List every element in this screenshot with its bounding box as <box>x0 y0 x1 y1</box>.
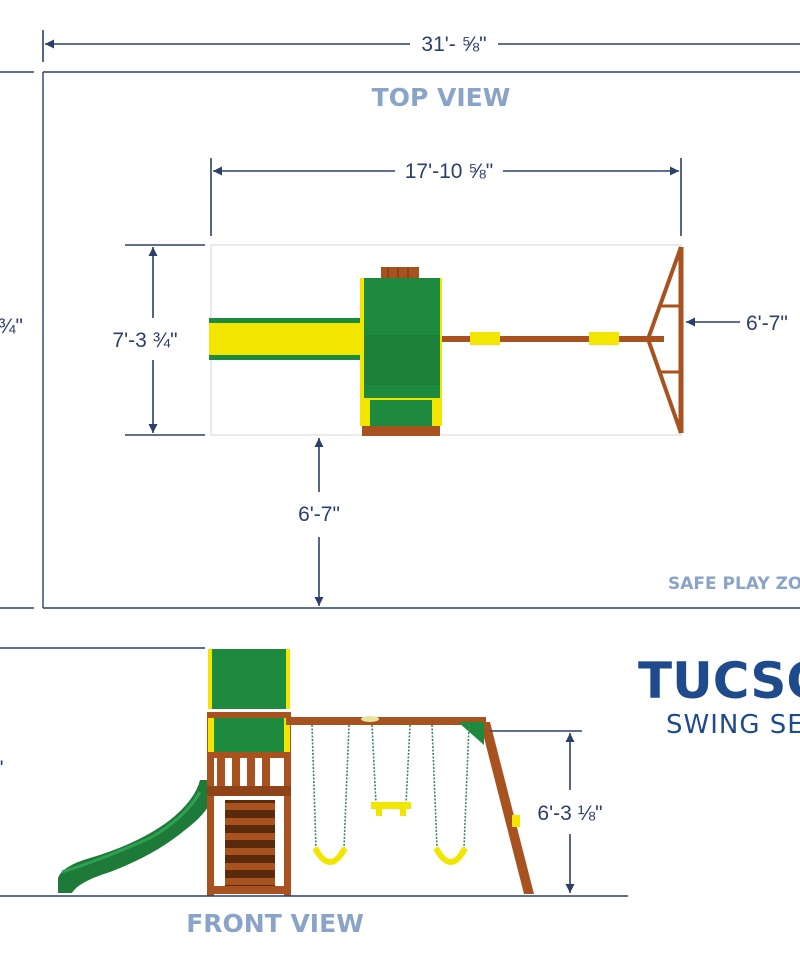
slide-top-view <box>209 318 361 360</box>
safe-play-zone-label: SAFE PLAY ZO <box>668 574 800 594</box>
front-clearance-label: 6'-7" <box>298 503 340 526</box>
swing-seat-top-left <box>470 332 500 345</box>
overall-width-label: 31'- ⅝" <box>421 33 486 56</box>
left-edge-dimension-label: ¾" <box>0 315 23 338</box>
footprint-width-label: 17'-10 ⅝" <box>405 160 494 183</box>
front-view-playset <box>0 649 628 897</box>
top-view-playset <box>209 246 684 436</box>
swing-beam-height-dimension: 6'-3 ⅛" <box>490 730 603 893</box>
overall-width-dimension: 31'- ⅝" <box>42 30 800 62</box>
right-clearance-dimension: 6'-7" <box>686 312 788 335</box>
top-view-title: TOP VIEW <box>372 83 511 112</box>
product-name: TUCSO <box>638 652 800 710</box>
safe-play-zone-frame <box>0 71 800 609</box>
swing-beam-height-label: 6'-3 ⅛" <box>537 802 602 825</box>
footprint-depth-label: 7'-3 ¾" <box>112 329 177 352</box>
trapeze-bar <box>371 802 411 809</box>
swing-beam-top-view <box>442 336 664 342</box>
front-view-title: FRONT VIEW <box>186 909 364 938</box>
belt-swing-left <box>312 846 348 865</box>
product-subtitle: SWING SE <box>666 710 800 740</box>
swing-seat-top-right <box>589 332 619 345</box>
slide-front-view <box>58 780 212 893</box>
footprint-depth-dimension: 7'-3 ¾" <box>112 244 205 436</box>
swing-beam-front-view <box>286 717 486 725</box>
front-clearance-dimension: 6'-7" <box>298 438 340 606</box>
front-left-dimension-label: " <box>0 757 3 780</box>
right-clearance-label: 6'-7" <box>746 312 788 335</box>
footprint-width-dimension: 17'-10 ⅝" <box>210 158 682 236</box>
belt-swing-right <box>433 846 468 865</box>
